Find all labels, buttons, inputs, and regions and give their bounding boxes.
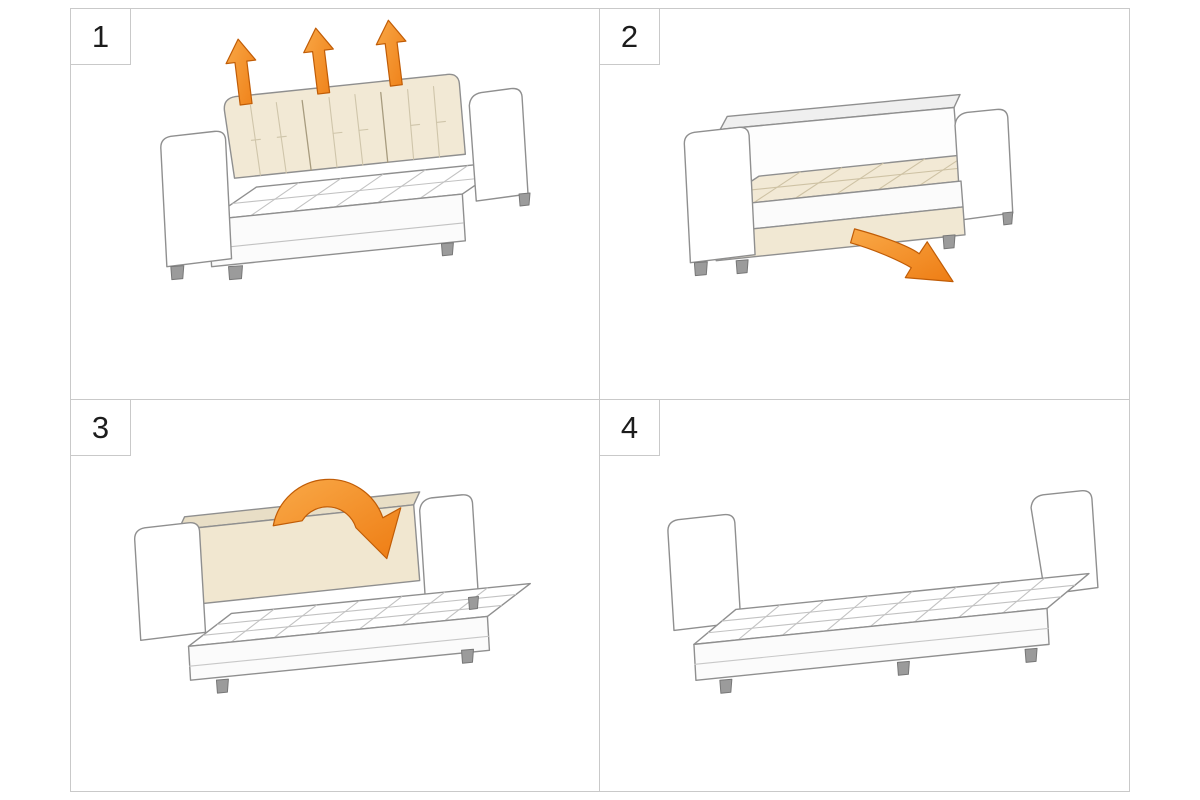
base: [693, 607, 1050, 681]
step-number: 3: [91, 410, 110, 445]
step-panel-1: 1: [71, 9, 600, 400]
step-number-box: 4: [600, 400, 660, 456]
step-number-box: 3: [71, 400, 131, 456]
base: [187, 615, 491, 681]
right-armrest: [468, 87, 529, 202]
sofa-illustration-step-4: [667, 489, 1099, 694]
sofa-foot: [693, 261, 708, 277]
sofa-foot: [170, 265, 185, 281]
step-panel-4: 4: [600, 400, 1129, 791]
bed-surface: [693, 572, 1090, 646]
step-number: 4: [620, 410, 639, 445]
step-number-box: 1: [71, 9, 131, 65]
sofa-feet: [735, 211, 1014, 275]
up-arrow-icon: [375, 19, 407, 87]
left-armrest: [160, 130, 233, 268]
sofa-feet: [719, 647, 1038, 694]
fold-arrow-icon: [272, 478, 402, 560]
sofa-illustration-step-2: [683, 93, 1014, 283]
step-panel-3: 3: [71, 400, 600, 791]
diagram-grid: 1: [70, 8, 1130, 792]
sofa-feet: [215, 595, 479, 694]
right-armrest: [954, 108, 1014, 221]
up-arrow-icon: [303, 27, 334, 95]
pull-out-arrow-icon: [849, 228, 954, 283]
sofa-feet: [228, 192, 531, 281]
left-armrest: [133, 521, 207, 642]
step-number: 2: [620, 19, 639, 54]
back-cushions: [223, 73, 467, 179]
left-armrest: [667, 513, 742, 632]
step-number-box: 2: [600, 9, 660, 65]
right-armrest: [418, 494, 480, 606]
up-arrow-icon: [225, 38, 257, 106]
step-panel-2: 2: [600, 9, 1129, 400]
sofa-illustration-step-1: [160, 19, 531, 281]
left-armrest: [683, 126, 756, 264]
sofa-illustration-step-3: [133, 478, 531, 694]
right-armrest: [1030, 489, 1099, 596]
step-number: 1: [91, 19, 110, 54]
